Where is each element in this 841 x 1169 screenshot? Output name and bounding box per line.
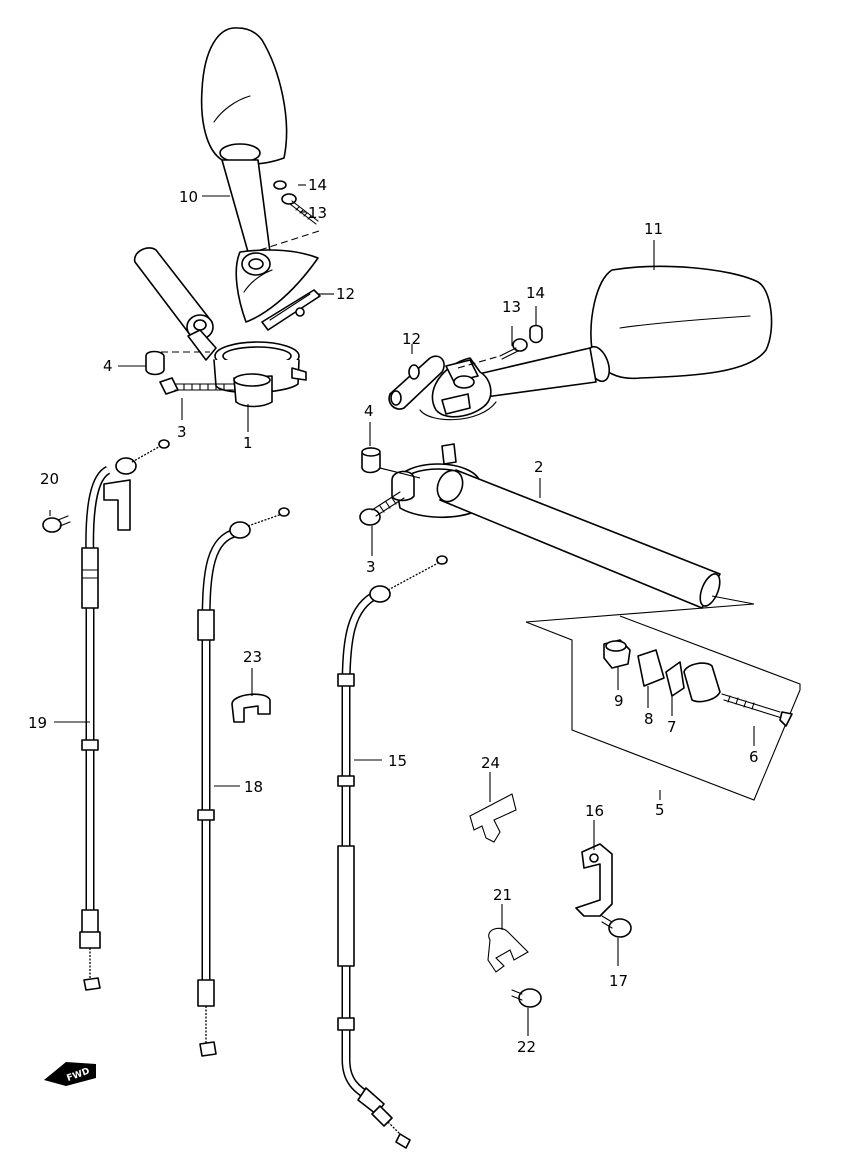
nut-part-9 [603, 639, 631, 669]
clamp-part-12a [261, 289, 321, 331]
callout-9: 9 [614, 692, 624, 710]
callout-14a: 14 [308, 176, 327, 194]
callout-20: 20 [40, 470, 59, 488]
callout-3b: 3 [366, 558, 376, 576]
right-mirror-part [419, 265, 773, 421]
callout-12a: 12 [336, 285, 355, 303]
clip-part-24 [469, 793, 517, 843]
callout-8: 8 [644, 710, 654, 728]
callout-19: 19 [28, 714, 47, 732]
leader-lines [49, 184, 755, 1036]
plug-part-4a [145, 350, 165, 376]
callout-13b: 13 [502, 298, 521, 316]
right-handlebar-part [391, 443, 721, 609]
cable-part-19 [79, 439, 170, 991]
screw-part-22 [511, 988, 542, 1008]
screw-part-17 [601, 915, 632, 938]
bolt-part-3a [159, 377, 235, 395]
callout-13a: 13 [308, 204, 327, 222]
screw-part-13b [499, 338, 528, 360]
bracket-part-16 [575, 843, 613, 917]
plug-part-4b [361, 447, 381, 474]
callout-10: 10 [179, 188, 198, 206]
cap-part-14a [273, 180, 287, 190]
callout-12b: 12 [402, 330, 421, 348]
callout-labels: 10 14 13 12 4 3 1 11 13 14 12 4 3 2 9 8 … [28, 176, 759, 1056]
callout-1: 1 [243, 434, 253, 452]
left-mirror-part [200, 27, 319, 323]
left-grip-holder-part [133, 247, 307, 408]
clamp-part-23 [231, 693, 271, 723]
callout-7: 7 [667, 718, 677, 736]
callout-2: 2 [534, 458, 544, 476]
callout-3a: 3 [177, 423, 187, 441]
clip-part-21 [487, 927, 529, 973]
callout-11: 11 [644, 220, 663, 238]
callout-24: 24 [481, 754, 500, 772]
callout-22: 22 [517, 1038, 536, 1056]
screw-part-13a [281, 193, 319, 225]
callout-17: 17 [609, 972, 628, 990]
clamp-part-12b [388, 355, 445, 410]
callout-16: 16 [585, 802, 604, 820]
forward-arrow-icon: FWD [44, 1062, 96, 1086]
screw-part-20 [42, 515, 71, 533]
callout-18: 18 [244, 778, 263, 796]
callout-14b: 14 [526, 284, 545, 302]
cable-part-15 [337, 555, 448, 1149]
bolt-part-3b [359, 491, 405, 526]
cap-part-14b [529, 324, 543, 344]
balancer-weight-part-6 [683, 662, 793, 727]
cable-part-18 [197, 507, 290, 1057]
washer-part-7 [665, 661, 685, 697]
callout-4b: 4 [364, 402, 374, 420]
callout-4a: 4 [103, 357, 113, 375]
callout-6: 6 [749, 748, 759, 766]
callout-15: 15 [388, 752, 407, 770]
spacer-part-8 [637, 649, 665, 687]
callout-21: 21 [493, 886, 512, 904]
balancer-kit-box [525, 595, 801, 801]
callout-5: 5 [655, 801, 665, 819]
callout-23: 23 [243, 648, 262, 666]
